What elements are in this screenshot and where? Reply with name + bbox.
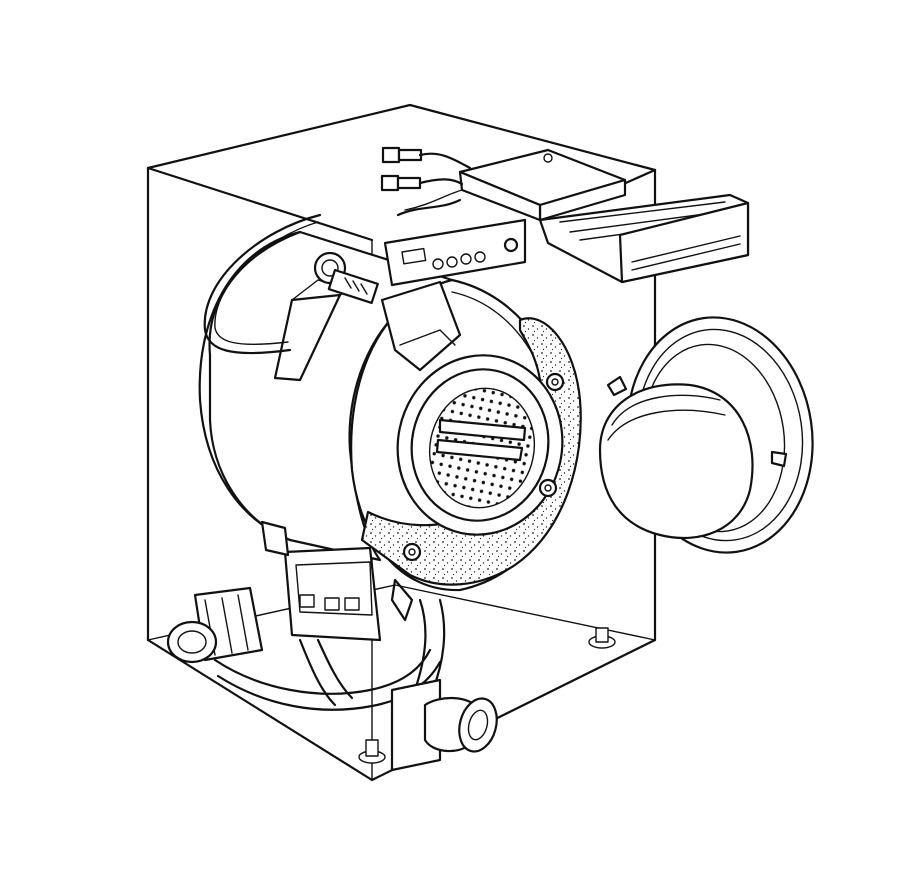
detergent-drawer-housing bbox=[458, 148, 627, 222]
filter-cap bbox=[458, 697, 498, 753]
foot-front-left bbox=[358, 739, 386, 764]
cabinet-feet bbox=[358, 627, 616, 764]
door-catch bbox=[770, 450, 788, 468]
drain-pump-motor bbox=[166, 586, 264, 664]
panel-button-1 bbox=[432, 258, 444, 270]
tub-damper bbox=[260, 520, 414, 622]
panel-button-2 bbox=[446, 256, 458, 268]
drum-paddle-1 bbox=[438, 418, 527, 442]
panel-button-4 bbox=[474, 251, 486, 263]
door-glass-bowl bbox=[598, 383, 754, 540]
hose-loop-upper bbox=[203, 213, 322, 355]
door-bellows-collar bbox=[380, 280, 462, 372]
pressure-switch bbox=[313, 251, 379, 305]
panel-button-3 bbox=[460, 253, 472, 265]
drum-paddle-2 bbox=[435, 438, 524, 462]
bolt-mid-right bbox=[538, 478, 558, 498]
foot-rear-right bbox=[588, 627, 616, 649]
inlet-valve-1 bbox=[381, 146, 423, 164]
display-window bbox=[401, 247, 427, 265]
control-panel bbox=[383, 218, 527, 287]
drain-filter bbox=[390, 678, 498, 772]
inlet-valves bbox=[380, 146, 472, 217]
drum-opening bbox=[396, 354, 564, 536]
bolt-top-right bbox=[545, 372, 565, 392]
heater-element-box bbox=[283, 546, 382, 642]
program-knob bbox=[503, 237, 519, 253]
door-assembly bbox=[598, 316, 814, 554]
gasket-bolts bbox=[402, 372, 565, 562]
detergent-drawer bbox=[538, 193, 750, 284]
bolt-bottom-left bbox=[402, 542, 422, 562]
inlet-valve-2 bbox=[380, 174, 422, 192]
door-hinge-lug-top bbox=[606, 375, 628, 397]
pump-housing bbox=[166, 620, 218, 664]
